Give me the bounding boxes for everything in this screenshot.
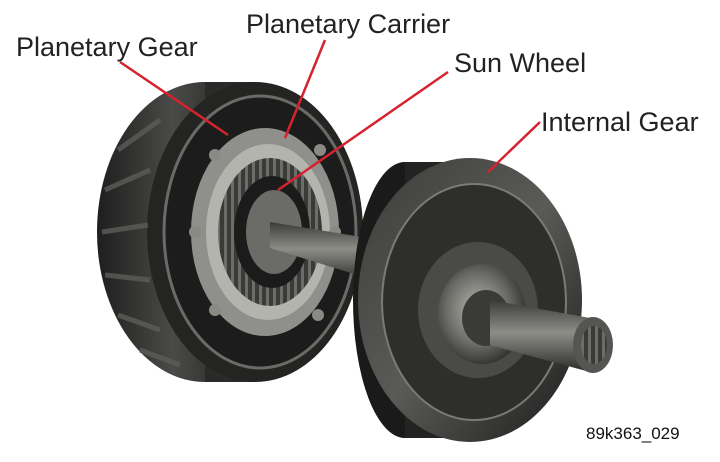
- planetary-gearset-drum: [97, 82, 363, 382]
- leader-line-internal-gear: [487, 121, 541, 173]
- connecting-shaft: [270, 222, 380, 282]
- sun-wheel-label: Sun Wheel: [454, 48, 587, 78]
- output-shaft: [490, 300, 613, 373]
- leader-line-planetary-carrier: [283, 39, 327, 139]
- leader-line-planetary-gear: [119, 60, 229, 137]
- planetary-gear-label: Planetary Gear: [16, 32, 198, 62]
- figure-code: 89k363_029: [586, 424, 680, 443]
- internal-gear-drum: [353, 158, 582, 442]
- leader-lines: [119, 39, 541, 192]
- planetary-carrier-label: Planetary Carrier: [246, 9, 451, 39]
- leader-line-sun-wheel: [277, 70, 449, 192]
- internal-gear-label: Internal Gear: [541, 107, 699, 137]
